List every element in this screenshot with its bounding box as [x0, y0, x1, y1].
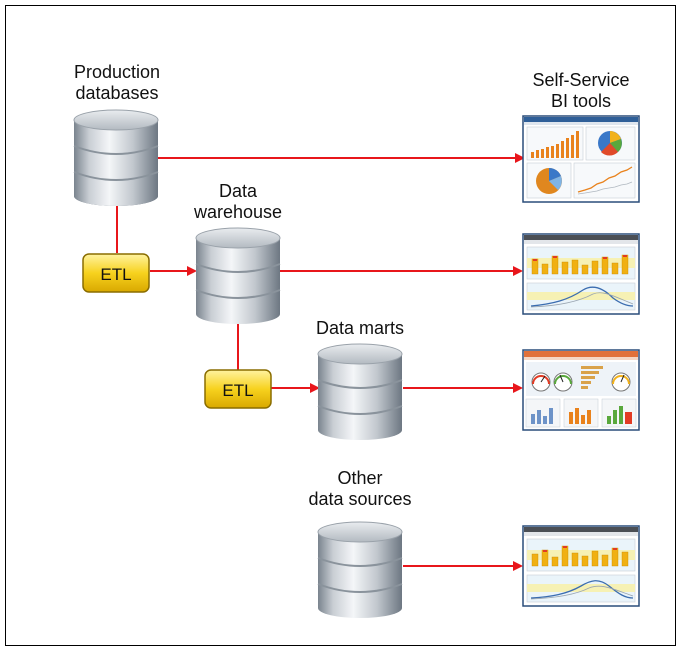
connectors — [116, 153, 525, 571]
etl-box-1: ETL — [82, 253, 150, 293]
label-self-service-bi-tools: Self-Service BI tools — [514, 70, 648, 112]
other-data-sources-icon — [317, 521, 403, 618]
label-bi-line2: BI tools — [550, 91, 612, 111]
dashboard-othersources-thumbnail — [522, 525, 640, 607]
etl-box-2: ETL — [204, 369, 272, 409]
label-warehouse-line2: warehouse — [193, 202, 283, 222]
label-data-marts: Data marts — [300, 318, 420, 339]
label-production-databases: Production databases — [52, 62, 182, 104]
dashboard-warehouse-thumbnail — [522, 233, 640, 315]
label-production-line1: Production — [73, 62, 161, 82]
etl-1-label: ETL — [100, 265, 131, 284]
data-warehouse-icon — [195, 227, 281, 324]
label-other-data-sources: Other data sources — [290, 468, 430, 510]
production-databases-icon — [73, 109, 159, 206]
dashboard-bi-tools-thumbnail — [522, 115, 640, 203]
label-bi-line1: Self-Service — [532, 70, 630, 90]
label-warehouse-line1: Data — [218, 181, 258, 201]
etl-2-label: ETL — [222, 381, 253, 400]
dashboard-datamarts-thumbnail — [522, 349, 640, 431]
label-other-line2: data sources — [308, 489, 412, 509]
data-marts-icon — [317, 343, 403, 440]
label-datamarts-text: Data marts — [315, 318, 405, 338]
label-production-line2: databases — [75, 83, 159, 103]
label-data-warehouse: Data warehouse — [178, 181, 298, 223]
label-other-line1: Other — [337, 468, 383, 488]
